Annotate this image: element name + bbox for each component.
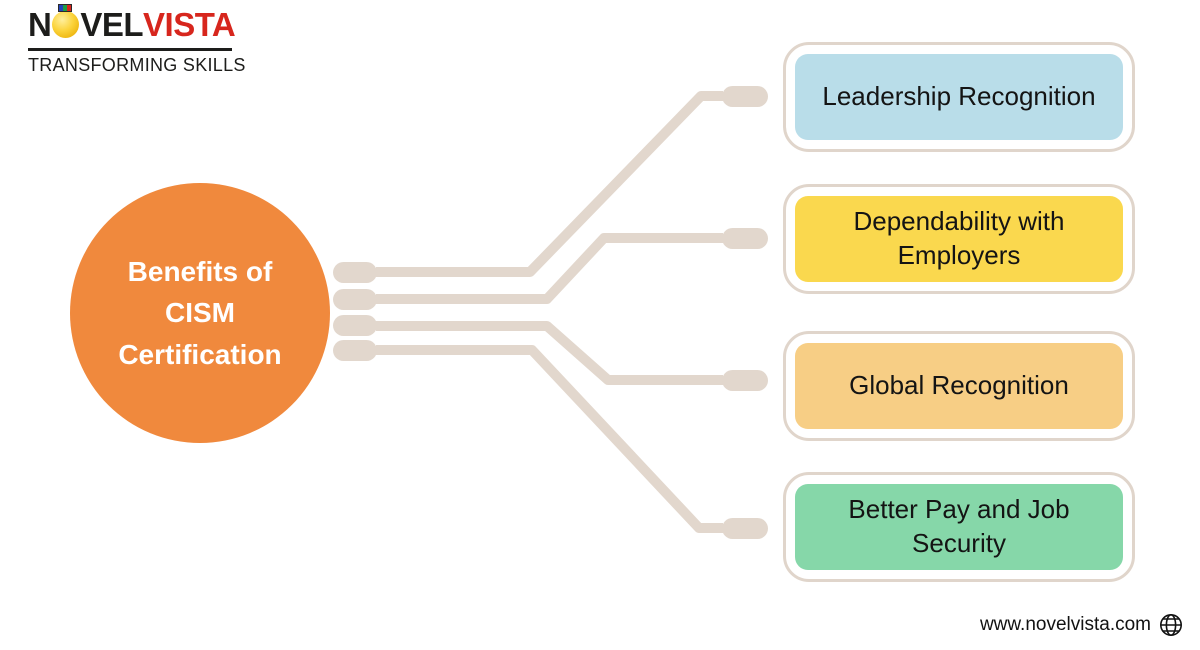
benefit-card-fill: Dependability with Employers <box>795 196 1123 282</box>
benefit-label: Better Pay and Job Security <box>848 494 1070 558</box>
connector-stub-icon <box>333 340 377 361</box>
connector-stub-icon <box>333 289 377 310</box>
benefit-card-leadership-recognition: Leadership Recognition <box>783 42 1135 152</box>
novelvista-logo: N VEL VISTA TRANSFORMING SKILLS <box>28 4 246 76</box>
benefit-label: Dependability with Employers <box>853 206 1065 270</box>
connector-line-4 <box>376 345 723 533</box>
website-url: www.novelvista.com <box>979 614 1151 635</box>
central-topic: Benefits of CISM Certification <box>70 183 330 443</box>
connector-stub-icon <box>333 315 377 336</box>
connector-stub-icon <box>722 370 768 391</box>
benefit-card-fill: Leadership Recognition <box>795 54 1123 140</box>
medal-ribbon-icon <box>58 4 73 12</box>
connector-line-2 <box>376 233 723 304</box>
connector-stub-icon <box>722 518 768 539</box>
connector-stub-icon <box>722 86 768 107</box>
logo-text-vista: VISTA <box>143 6 236 43</box>
central-topic-line: CISM <box>165 297 235 329</box>
benefit-card-global-recognition: Global Recognition <box>783 331 1135 441</box>
benefit-card-fill: Global Recognition <box>795 343 1123 429</box>
medal-ball-icon <box>52 4 80 38</box>
central-topic-line: Benefits of <box>127 255 273 287</box>
footer: www.novelvista.com <box>980 612 1184 638</box>
benefit-card-dependability-with-employers: Dependability with Employers <box>783 184 1135 294</box>
connector-line-1 <box>376 91 723 277</box>
benefit-card-better-pay-and-job-security: Better Pay and Job Security <box>783 472 1135 582</box>
connector-stub-icon <box>333 262 377 283</box>
logo-tagline: TRANSFORMING SKILLS <box>28 55 246 75</box>
benefit-label: Leadership Recognition <box>822 81 1096 112</box>
benefit-label: Global Recognition <box>849 370 1069 401</box>
benefit-card-fill: Better Pay and Job Security <box>795 484 1123 570</box>
logo-text-vel: VEL <box>80 6 144 43</box>
central-topic-line: Certification <box>118 338 282 370</box>
connector-line-3 <box>376 321 723 385</box>
globe-icon <box>1160 614 1182 636</box>
connector-stub-icon <box>722 228 768 249</box>
logo-wordmark: N VEL VISTA <box>28 4 246 44</box>
logo-text-n: N <box>28 6 52 43</box>
logo-divider <box>28 48 232 51</box>
